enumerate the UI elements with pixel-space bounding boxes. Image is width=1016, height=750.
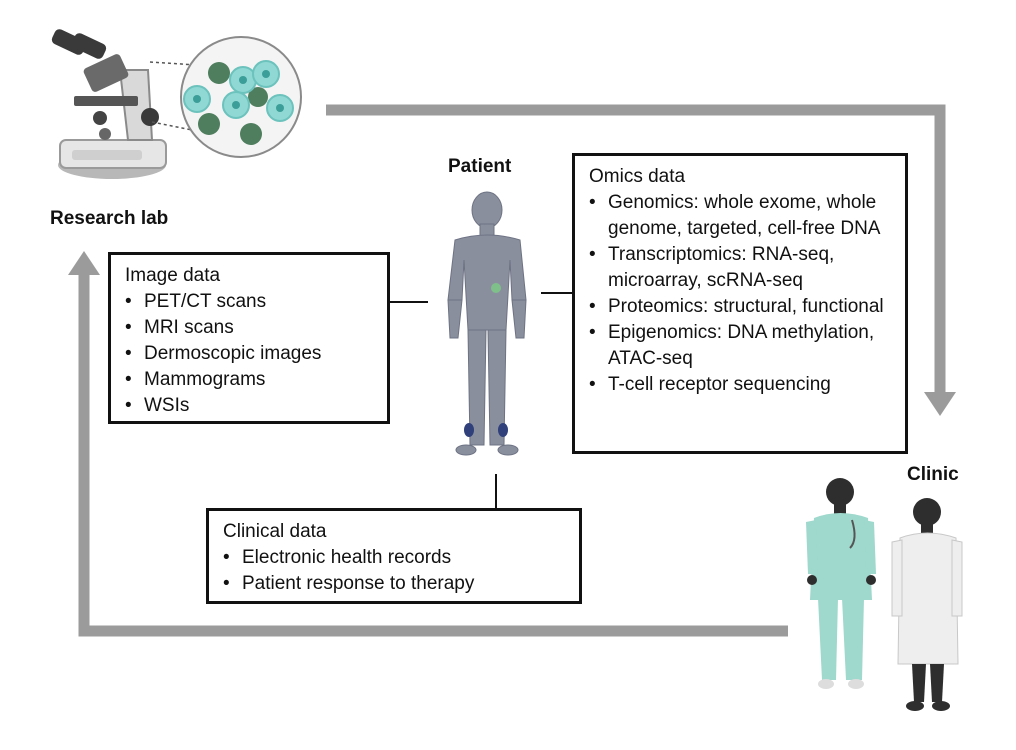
list-item: Patient response to therapy [223, 571, 579, 597]
list-item: WSIs [125, 393, 387, 419]
list-item: PET/CT scans [125, 289, 387, 315]
clinical-data-box: Clinical data Electronic health records … [206, 508, 582, 604]
arrow-clinic-to-lab [68, 251, 788, 637]
image-data-title: Image data [125, 265, 221, 286]
omics-data-box: Omics data Genomics: whole exome, whole … [572, 153, 908, 454]
list-item: Mammograms [125, 367, 387, 393]
research-lab-label: Research lab [50, 208, 169, 229]
image-data-box: Image data PET/CT scans MRI scans Dermos… [108, 252, 390, 424]
list-item: MRI scans [125, 315, 387, 341]
list-item: T-cell receptor sequencing [589, 372, 895, 398]
list-item: Genomics: whole exome, whole genome, tar… [589, 190, 895, 242]
nurse-icon [806, 478, 876, 689]
image-data-list: PET/CT scans MRI scans Dermoscopic image… [125, 289, 387, 419]
list-item: Proteomics: structural, functional [589, 294, 895, 320]
list-item: Dermoscopic images [125, 341, 387, 367]
omics-data-list: Genomics: whole exome, whole genome, tar… [589, 190, 895, 398]
list-item: Transcriptomics: RNA-seq, microarray, sc… [589, 242, 895, 294]
patient-label: Patient [448, 156, 512, 177]
arrow-lab-to-clinic [326, 104, 956, 416]
list-item: Electronic health records [223, 545, 579, 571]
list-item: Epigenomics: DNA methylation, ATAC-seq [589, 320, 895, 372]
clinical-data-title: Clinical data [223, 521, 327, 542]
omics-data-title: Omics data [589, 166, 686, 187]
doctor-icon [891, 498, 963, 711]
clinic-label: Clinic [907, 464, 959, 485]
clinical-data-list: Electronic health records Patient respon… [223, 545, 579, 597]
